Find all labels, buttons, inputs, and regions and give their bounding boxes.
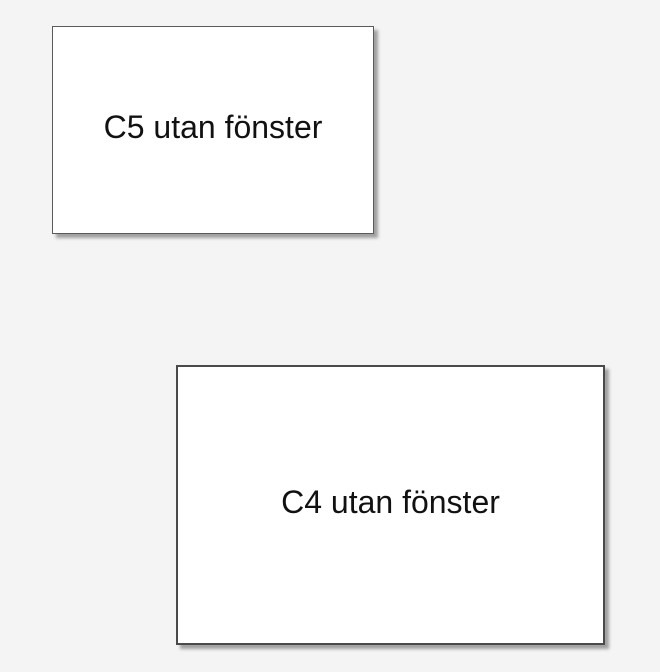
envelope-option-c5[interactable]: C5 utan fönster <box>52 26 374 234</box>
envelope-option-c5-label: C5 utan fönster <box>103 109 323 145</box>
envelope-option-c4[interactable]: C4 utan fönster <box>176 365 605 645</box>
envelope-option-c4-label: C4 utan fönster <box>281 484 500 520</box>
